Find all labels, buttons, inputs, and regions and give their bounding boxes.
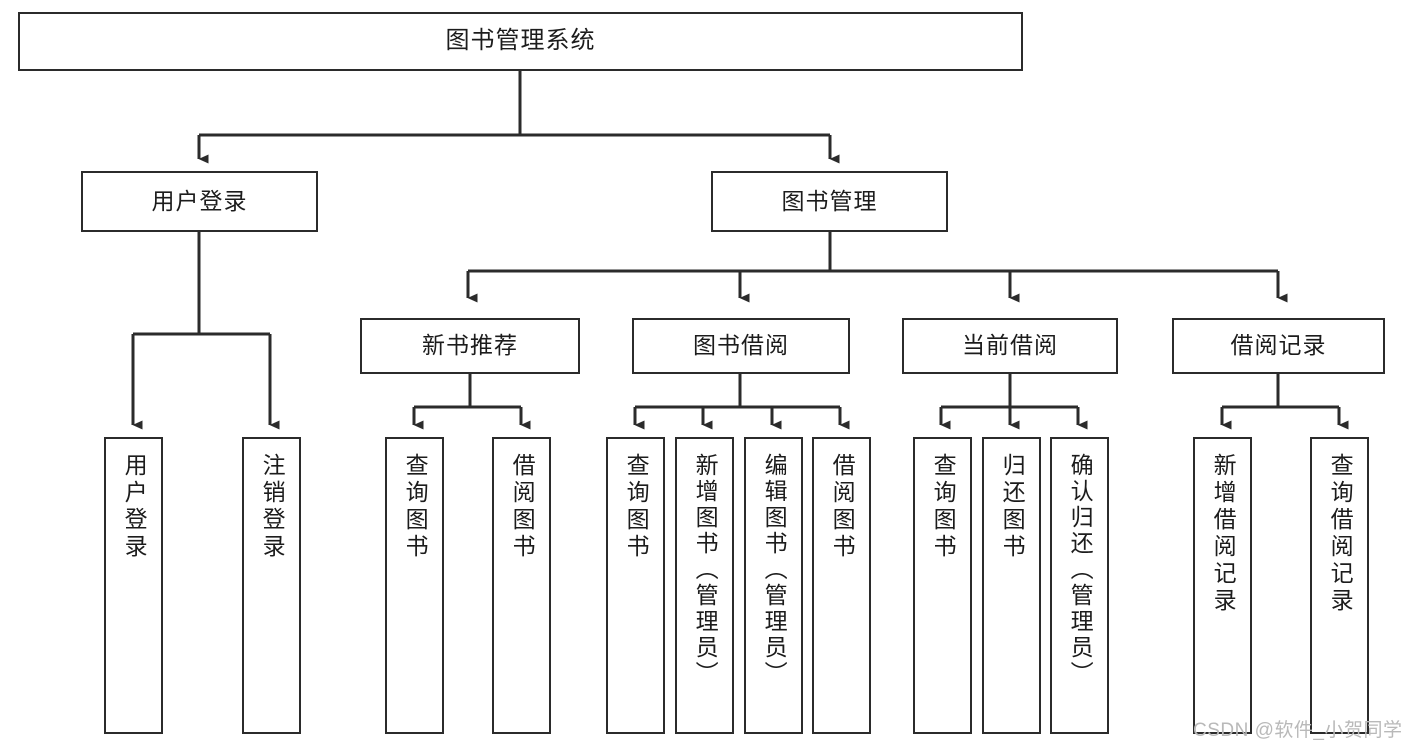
- node-label: 图书管理: [781, 187, 878, 214]
- node-label: 当前借阅: [962, 332, 1058, 359]
- leaf-current-borrow-query-book[interactable]: 查询图书: [913, 437, 972, 734]
- node-label: 查询图书: [402, 453, 429, 561]
- leaf-book-borrow-add-book-admin[interactable]: 新增图书（管理员）: [675, 437, 734, 734]
- node-label: 查询图书: [930, 453, 957, 561]
- node-root-book-management-system[interactable]: 图书管理系统: [18, 12, 1023, 71]
- leaf-borrow-record-add-record[interactable]: 新增借阅记录: [1193, 437, 1252, 734]
- node-label: 注销登录: [259, 453, 286, 561]
- leaf-book-borrow-borrow-book[interactable]: 借阅图书: [812, 437, 871, 734]
- node-label: 借阅图书: [829, 453, 856, 561]
- leaf-current-borrow-confirm-return-admin[interactable]: 确认归还（管理员）: [1050, 437, 1109, 734]
- node-label: 归还图书: [999, 453, 1026, 561]
- leaf-book-borrow-query-book[interactable]: 查询图书: [606, 437, 665, 734]
- node-label: 用户登录: [151, 187, 248, 214]
- node-book-borrow[interactable]: 图书借阅: [632, 318, 850, 374]
- node-new-book-recommend[interactable]: 新书推荐: [360, 318, 580, 374]
- csdn-watermark: CSDN @软件_小贺同学: [1193, 720, 1403, 741]
- leaf-book-borrow-edit-book-admin[interactable]: 编辑图书（管理员）: [744, 437, 803, 734]
- node-label: 图书管理系统: [445, 27, 596, 55]
- leaf-borrow-record-query-record[interactable]: 查询借阅记录: [1310, 437, 1369, 734]
- node-label: 查询图书: [623, 453, 650, 561]
- node-label: 借阅记录: [1230, 332, 1327, 359]
- node-label: 用户登录: [121, 453, 148, 561]
- node-label: 新书推荐: [422, 332, 518, 359]
- leaf-user-login-login[interactable]: 用户登录: [104, 437, 163, 734]
- leaf-new-book-borrow-book[interactable]: 借阅图书: [492, 437, 551, 734]
- node-label: 图书借阅: [693, 332, 789, 359]
- leaf-current-borrow-return-book[interactable]: 归还图书: [982, 437, 1041, 734]
- node-label: 查询借阅记录: [1327, 453, 1354, 615]
- leaf-new-book-query-book[interactable]: 查询图书: [385, 437, 444, 734]
- node-borrow-record[interactable]: 借阅记录: [1172, 318, 1385, 374]
- node-book-management[interactable]: 图书管理: [711, 171, 948, 232]
- node-label: 新增图书（管理员）: [692, 453, 719, 687]
- node-label: 借阅图书: [509, 453, 536, 561]
- node-label: 编辑图书（管理员）: [761, 453, 788, 687]
- node-label: 新增借阅记录: [1210, 453, 1237, 615]
- node-label: 确认归还（管理员）: [1067, 453, 1094, 687]
- leaf-user-login-logout[interactable]: 注销登录: [242, 437, 301, 734]
- node-current-borrow[interactable]: 当前借阅: [902, 318, 1118, 374]
- node-user-login[interactable]: 用户登录: [81, 171, 318, 232]
